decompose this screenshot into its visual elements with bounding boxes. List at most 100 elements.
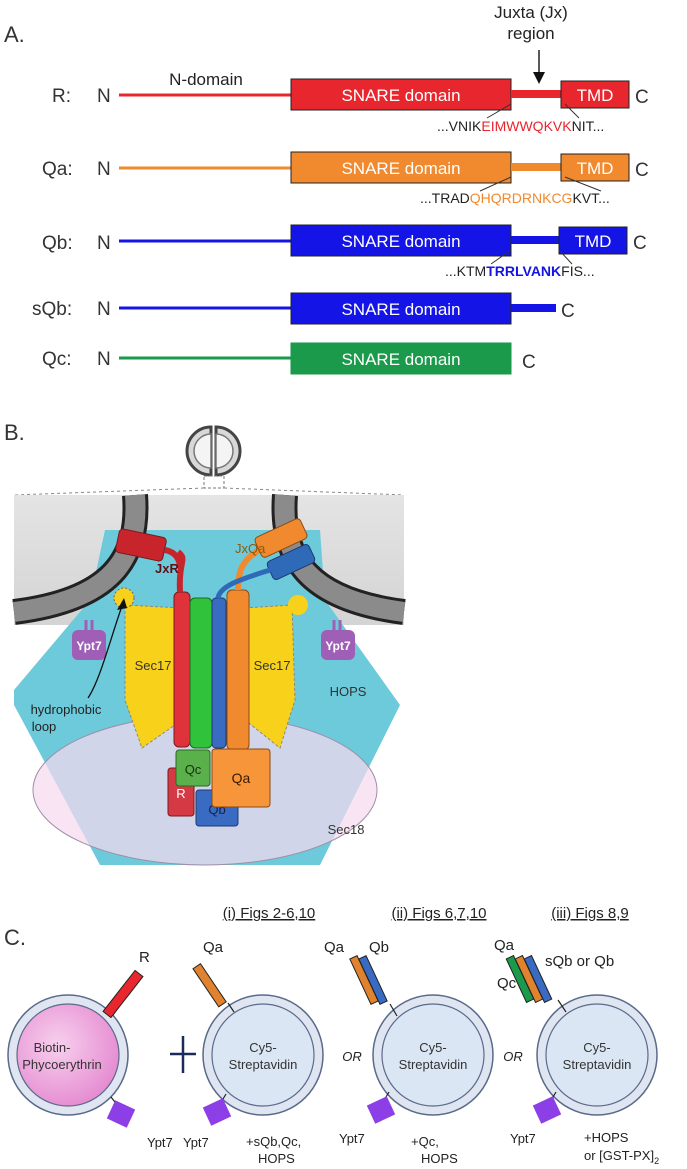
panel-a: A. Juxta (Jx) region N-domain R: N SNARE…	[4, 3, 649, 375]
row-r-seq-bracket-right	[564, 103, 580, 119]
sec17-right-label: Sec17	[254, 658, 291, 673]
ypt7-left-label: Ypt7	[76, 639, 102, 653]
cy5-2-label-line1: Cy5-	[419, 1040, 446, 1055]
add3-line1: +HOPS	[584, 1130, 629, 1145]
row-r-snare-box	[290, 78, 512, 111]
row-sqb-name: sQb:	[32, 299, 72, 320]
helix-qb	[211, 597, 227, 749]
qa-c2-label: Qa	[324, 939, 345, 956]
row-r-seq-pre: ...VNIK	[437, 118, 482, 134]
juxta-label-line1: Juxta (Jx)	[494, 3, 568, 22]
hydrophobic-loop-label-line1: hydrophobic	[31, 702, 102, 717]
qa-qb-c2-anchor	[389, 1003, 398, 1017]
qa-c1-anchor	[227, 1002, 235, 1013]
row-qc-c-terminus: C	[522, 352, 536, 373]
row-qa-seq-bracket-right	[564, 176, 602, 192]
hydrophobic-loop-arrow	[87, 605, 123, 699]
cy5-vesicle-1	[202, 994, 324, 1116]
hydrophobic-loop-arrowhead-icon	[117, 598, 127, 610]
row-qc-snare-box	[290, 342, 512, 375]
or-1-label: OR	[342, 1049, 362, 1064]
hops-label: HOPS	[330, 684, 367, 699]
row-sqb-snare-label: SNARE domain	[341, 300, 460, 319]
qc-c3-label: Qc	[497, 975, 517, 992]
helix-qc	[189, 597, 213, 749]
row-r-sequence: ...VNIKEIMWWQKVKNIT...	[437, 118, 604, 134]
panel-b: B.	[4, 420, 406, 866]
panel-b-label: B.	[4, 420, 25, 445]
row-qa-juxta-segment	[511, 163, 561, 171]
row-qb-seq-bracket-right	[558, 249, 573, 265]
jxr-label: JxR	[155, 561, 179, 576]
ypt7-right-icon	[321, 620, 355, 660]
row-sqb-c-terminus: C	[561, 301, 575, 322]
cy5-1-label-line2: Streptavidin	[229, 1057, 298, 1072]
row-qb-tmd-label: TMD	[575, 232, 612, 251]
row-qc-snare-label: SNARE domain	[341, 350, 460, 369]
qc-n-domain-block	[175, 749, 211, 787]
ypt7-c2-icon	[202, 1098, 232, 1126]
row-qb-juxta-segment	[511, 236, 559, 244]
row-qb-seq-pre: ...KTM	[445, 263, 486, 279]
row-qa-snare-box	[290, 151, 512, 184]
membranes	[12, 494, 406, 625]
row-r-tmd-label: TMD	[577, 86, 614, 105]
ypt7-c3-icon	[366, 1096, 396, 1124]
row-qb-snare-label: SNARE domain	[341, 232, 460, 251]
row-qa-n-terminus: N	[97, 159, 111, 180]
helix-qa	[226, 589, 250, 751]
row-r-tmd-box	[560, 80, 630, 109]
row-sqb-snare-box	[290, 292, 512, 325]
sqb-or-qb-label: sQb or Qb	[545, 953, 614, 970]
row-r: R: N SNARE domain TMD C ...VNIKEIMWWQKVK…	[52, 78, 649, 134]
row-qa: Qa: N SNARE domain TMD C ...TRADQHQRDRNK…	[42, 151, 649, 206]
qa-c1-rod	[192, 963, 227, 1008]
n-domain-label: N-domain	[169, 70, 243, 89]
ypt7-c3-label: Ypt7	[339, 1131, 365, 1146]
row-r-seq-bracket-left	[486, 103, 512, 119]
cy5-vesicle-2	[372, 994, 494, 1116]
cy5-vesicle-3	[536, 994, 658, 1116]
add1-line1: +sQb,Qc,	[246, 1134, 301, 1149]
sec17-left-shape	[124, 604, 183, 749]
row-qa-tmd-label: TMD	[577, 159, 614, 178]
add2-line2: HOPS	[421, 1151, 458, 1166]
helix-r	[173, 591, 191, 748]
sec18-label: Sec18	[328, 822, 365, 837]
row-r-c-terminus: C	[635, 87, 649, 108]
row-qb-sequence: ...KTMTRRLVANKFIS...	[445, 263, 595, 279]
ypt7-left-icon	[72, 620, 106, 660]
row-r-n-terminus: N	[97, 86, 111, 107]
r-protein-rod	[102, 969, 144, 1019]
row-qb: Qb: N SNARE domain TMD C ...KTMTRRLVANKF…	[42, 224, 647, 279]
juxta-label-line2: region	[507, 24, 554, 43]
qb-linker	[215, 567, 271, 599]
jxqa-label: JxQa	[235, 541, 266, 556]
row-qa-seq-pre: ...TRAD	[420, 190, 470, 206]
ypt7-c1-label: Ypt7	[147, 1135, 173, 1150]
row-qa-c-terminus: C	[635, 160, 649, 181]
cy5-2-label-line2: Streptavidin	[399, 1057, 468, 1072]
hydrophobic-loop-right-dot	[288, 595, 308, 615]
jxqa-linker	[235, 545, 264, 591]
ypt7-right-label: Ypt7	[325, 639, 351, 653]
r-label: R	[139, 949, 150, 966]
ypt7-c2-label: Ypt7	[183, 1135, 209, 1150]
row-qc-name: Qc:	[42, 349, 72, 370]
or-2-label: OR	[503, 1049, 523, 1064]
row-r-seq-post: NIT...	[572, 118, 605, 134]
add3-line2-subscript: 2	[654, 1156, 659, 1166]
column-3-title: (iii) Figs 8,9	[551, 905, 629, 922]
sec17-left-label: Sec17	[135, 658, 172, 673]
add3-line2-main: or [GST-PX]	[584, 1148, 654, 1163]
qa-block-label: Qa	[232, 770, 251, 786]
cy5-1-label-line1: Cy5-	[249, 1040, 276, 1055]
row-qb-seq-bracket-left	[490, 249, 512, 265]
row-qb-name: Qb:	[42, 233, 73, 254]
hydrophobic-loop-label-line2: loop	[32, 719, 57, 734]
biotin-phycoerythrin-vesicle	[7, 994, 129, 1116]
add1-line2: HOPS	[258, 1151, 295, 1166]
row-qa-name: Qa:	[42, 159, 73, 180]
row-qb-n-terminus: N	[97, 233, 111, 254]
row-qa-sequence: ...TRADQHQRDRNKCGKVT...	[420, 190, 610, 206]
